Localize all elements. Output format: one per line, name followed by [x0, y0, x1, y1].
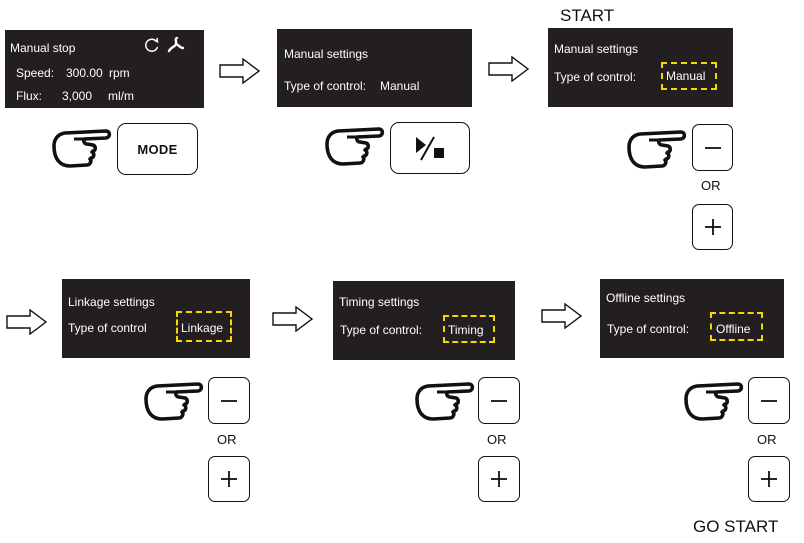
flow-arrow-icon	[272, 306, 314, 332]
flux-unit: ml/m	[108, 89, 134, 103]
plus-button[interactable]	[478, 456, 520, 502]
display-title: Offline settings	[606, 291, 686, 305]
flow-arrow-icon	[219, 58, 261, 84]
mode-button-label: MODE	[137, 141, 178, 157]
or-label: OR	[217, 432, 237, 447]
plus-button[interactable]	[748, 456, 790, 502]
plus-icon	[221, 471, 237, 487]
minus-icon	[221, 399, 237, 402]
display-manual-settings-selectable: Manual settings Type of control: Manual	[548, 28, 733, 107]
speed-value: 300.00	[66, 66, 103, 80]
or-label: OR	[487, 432, 507, 447]
run-stop-button[interactable]	[390, 122, 470, 174]
flow-arrow-icon	[488, 56, 530, 82]
minus-button[interactable]	[692, 124, 733, 171]
display-title: Linkage settings	[68, 295, 155, 309]
display-linkage-settings: Linkage settings Type of control Linkage	[62, 279, 250, 358]
control-type-label: Type of control	[68, 321, 147, 335]
or-label: OR	[757, 432, 777, 447]
display-timing-settings: Timing settings Type of control: Timing	[333, 281, 515, 360]
flux-value: 3,000	[62, 89, 93, 103]
mode-button[interactable]: MODE	[117, 123, 198, 175]
display-manual-stop: Manual stop Speed: 300.00 rpm Flux: 3,00…	[5, 30, 204, 108]
flow-arrow-icon	[6, 309, 48, 335]
control-type-value: Manual	[380, 79, 420, 93]
plus-icon	[491, 471, 507, 487]
selection-highlight	[176, 311, 232, 342]
control-type-value: Offline	[716, 322, 751, 336]
display-title: Manual settings	[554, 42, 639, 56]
pointing-hand-icon	[415, 382, 475, 421]
minus-button[interactable]	[748, 377, 790, 424]
control-type-label: Type of control:	[554, 70, 637, 84]
selection-highlight	[661, 62, 717, 90]
run-stop-icon	[416, 136, 444, 161]
minus-icon	[704, 146, 721, 149]
display-title: Timing settings	[339, 295, 420, 309]
minus-button[interactable]	[208, 377, 250, 424]
minus-button[interactable]	[478, 377, 520, 424]
minus-icon	[761, 399, 777, 402]
display-title: Manual stop	[10, 41, 76, 55]
rotate-clockwise-icon	[143, 36, 161, 57]
minus-icon	[491, 399, 507, 402]
pointing-hand-icon	[684, 382, 744, 421]
display-manual-settings: Manual settings Type of control: Manual	[277, 29, 472, 107]
plus-button[interactable]	[208, 456, 250, 502]
control-type-value: Timing	[448, 323, 484, 337]
start-label: START	[560, 6, 615, 25]
speed-unit: rpm	[109, 66, 130, 80]
flux-label: Flux:	[16, 89, 43, 103]
pointing-hand-icon	[52, 129, 112, 168]
display-offline-settings: Offline settings Type of control: Offlin…	[600, 279, 784, 358]
go-start-label: GO START	[693, 517, 779, 536]
pointing-hand-icon	[325, 127, 385, 166]
selection-highlight	[710, 312, 763, 341]
speed-label: Speed:	[16, 66, 55, 80]
or-label: OR	[701, 178, 721, 193]
selection-highlight	[443, 315, 495, 343]
pump-impeller-icon	[165, 35, 185, 58]
control-type-value: Linkage	[181, 321, 224, 335]
plus-icon	[761, 471, 777, 487]
pointing-hand-icon	[627, 130, 687, 169]
control-type-value: Manual	[666, 69, 706, 83]
control-type-label: Type of control:	[607, 322, 690, 336]
flow-arrow-icon	[541, 303, 583, 329]
plus-icon	[704, 219, 721, 235]
control-type-label: Type of control:	[340, 323, 423, 337]
control-type-label: Type of control:	[284, 79, 367, 93]
display-title: Manual settings	[284, 47, 369, 61]
pointing-hand-icon	[144, 382, 204, 421]
plus-button[interactable]	[692, 204, 733, 250]
